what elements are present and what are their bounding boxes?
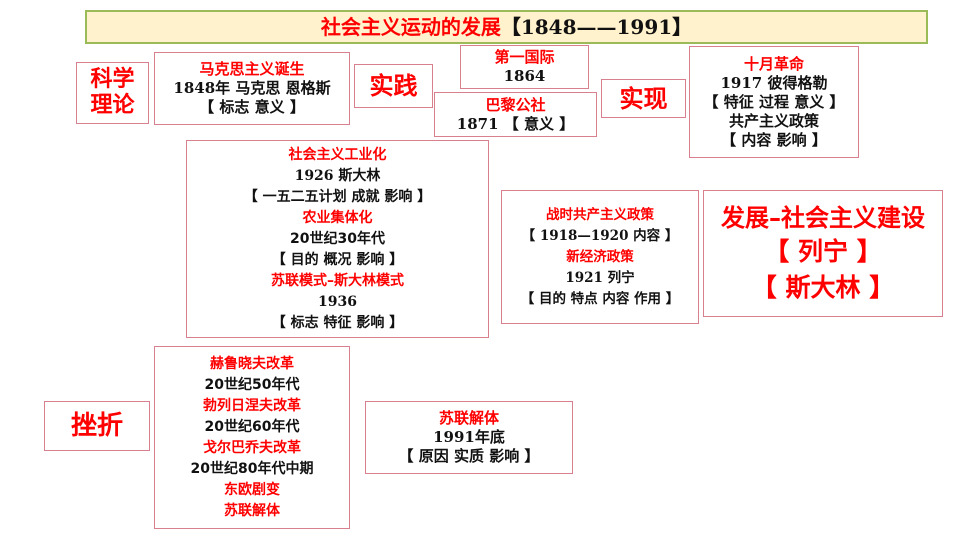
development-stalin: 【 斯大林 】 <box>751 272 895 302</box>
soviet-model-points: 【 标志 特征 影响 】 <box>271 314 404 331</box>
stage-label-line: 理论 <box>90 93 135 118</box>
development-title: 发展–社会主义建设 <box>721 203 925 232</box>
paris-commune-box: 巴黎公社 1871 【 意义 】 <box>434 92 597 137</box>
dissolution-points: 【 原因 实质 影响 】 <box>398 447 540 465</box>
nep-points: 【 目的 特点 内容 作用 】 <box>520 290 680 307</box>
stage-realization-label: 实现 <box>619 84 668 113</box>
first-international-box: 第一国际 1864 <box>460 45 589 89</box>
title-range: 【1848——1991】 <box>500 15 693 39</box>
stage-practice-label: 实践 <box>369 72 418 100</box>
dissolution-box: 苏联解体 1991年底 【 原因 实质 影响 】 <box>365 401 573 474</box>
october-revolution-policy-points: 【 内容 影响 】 <box>721 130 827 149</box>
stage-science-theory: 科学 理论 <box>76 62 149 124</box>
khrushchev-period: 20世纪50年代 <box>204 376 300 393</box>
industrialization-heading: 社会主义工业化 <box>288 146 387 163</box>
october-revolution-box: 十月革命 1917 彼得格勒 【 特征 过程 意义 】 共产主义政策 【 内容 … <box>689 46 859 158</box>
stage-development: 发展–社会主义建设 【 列宁 】 【 斯大林 】 <box>703 190 943 317</box>
first-international-heading: 第一国际 <box>494 48 555 66</box>
title-main: 社会主义运动的发展 <box>320 15 501 39</box>
stage-realization: 实现 <box>601 79 686 118</box>
war-communism-heading: 战时共产主义政策 <box>546 206 654 223</box>
industrialization-detail: 1926 斯大林 <box>294 167 381 184</box>
october-revolution-detail: 1917 彼得格勒 <box>720 73 828 92</box>
stage-setback-label: 挫折 <box>70 411 123 441</box>
first-international-year: 1864 <box>503 67 546 85</box>
soviet-model-heading: 苏联模式–斯大林模式 <box>271 272 404 289</box>
nep-heading: 新经济政策 <box>566 248 634 265</box>
brezhnev-reform: 勃列日涅夫改革 <box>203 397 301 414</box>
paris-commune-heading: 巴黎公社 <box>485 95 546 114</box>
stage-setback: 挫折 <box>44 401 150 451</box>
stage-practice: 实践 <box>354 64 433 108</box>
paris-commune-detail: 1871 【 意义 】 <box>456 114 575 133</box>
marxism-birth-box: 马克思主义诞生 1848年 马克思 恩格斯 【 标志 意义 】 <box>154 52 350 125</box>
gorbachev-reform: 戈尔巴乔夫改革 <box>203 439 301 456</box>
development-lenin: 【 列宁 】 <box>764 236 882 266</box>
khrushchev-reform: 赫鲁晓夫改革 <box>210 355 294 372</box>
marxism-heading: 马克思主义诞生 <box>199 60 305 78</box>
brezhnev-period: 20世纪60年代 <box>204 418 300 435</box>
reforms-box: 赫鲁晓夫改革 20世纪50年代 勃列日涅夫改革 20世纪60年代 戈尔巴乔夫改革… <box>154 346 350 529</box>
industrialization-points: 【 一五二五计划 成就 影响 】 <box>243 188 432 205</box>
eastern-europe-upheaval: 东欧剧变 <box>224 481 280 498</box>
dissolution-detail: 1991年底 <box>433 428 505 446</box>
soviet-construction-box: 社会主义工业化 1926 斯大林 【 一五二五计划 成就 影响 】 农业集体化 … <box>186 140 489 338</box>
gorbachev-period: 20世纪80年代中期 <box>190 460 314 477</box>
lenin-policies-box: 战时共产主义政策 【 1918—1920 内容 】 新经济政策 1921 列宁 … <box>501 190 699 324</box>
stage-label-line: 科学 <box>90 67 135 92</box>
nep-detail: 1921 列宁 <box>565 269 635 286</box>
war-communism-detail: 【 1918—1920 内容 】 <box>521 227 679 244</box>
marxism-points: 【 标志 意义 】 <box>199 98 305 116</box>
collectivization-heading: 农业集体化 <box>302 209 373 226</box>
collectivization-detail: 20世纪30年代 <box>290 230 385 247</box>
title-bar: 社会主义运动的发展 【1848——1991】 <box>85 10 928 44</box>
marxism-detail: 1848年 马克思 恩格斯 <box>173 79 331 97</box>
october-revolution-policy: 共产主义政策 <box>728 111 819 130</box>
october-revolution-points: 【 特征 过程 意义 】 <box>703 92 845 111</box>
dissolution-heading: 苏联解体 <box>438 409 499 427</box>
october-revolution-heading: 十月革命 <box>743 54 804 73</box>
ussr-collapse-item: 苏联解体 <box>224 502 280 519</box>
collectivization-points: 【 目的 概况 影响 】 <box>271 251 404 268</box>
soviet-model-detail: 1936 <box>318 293 357 310</box>
